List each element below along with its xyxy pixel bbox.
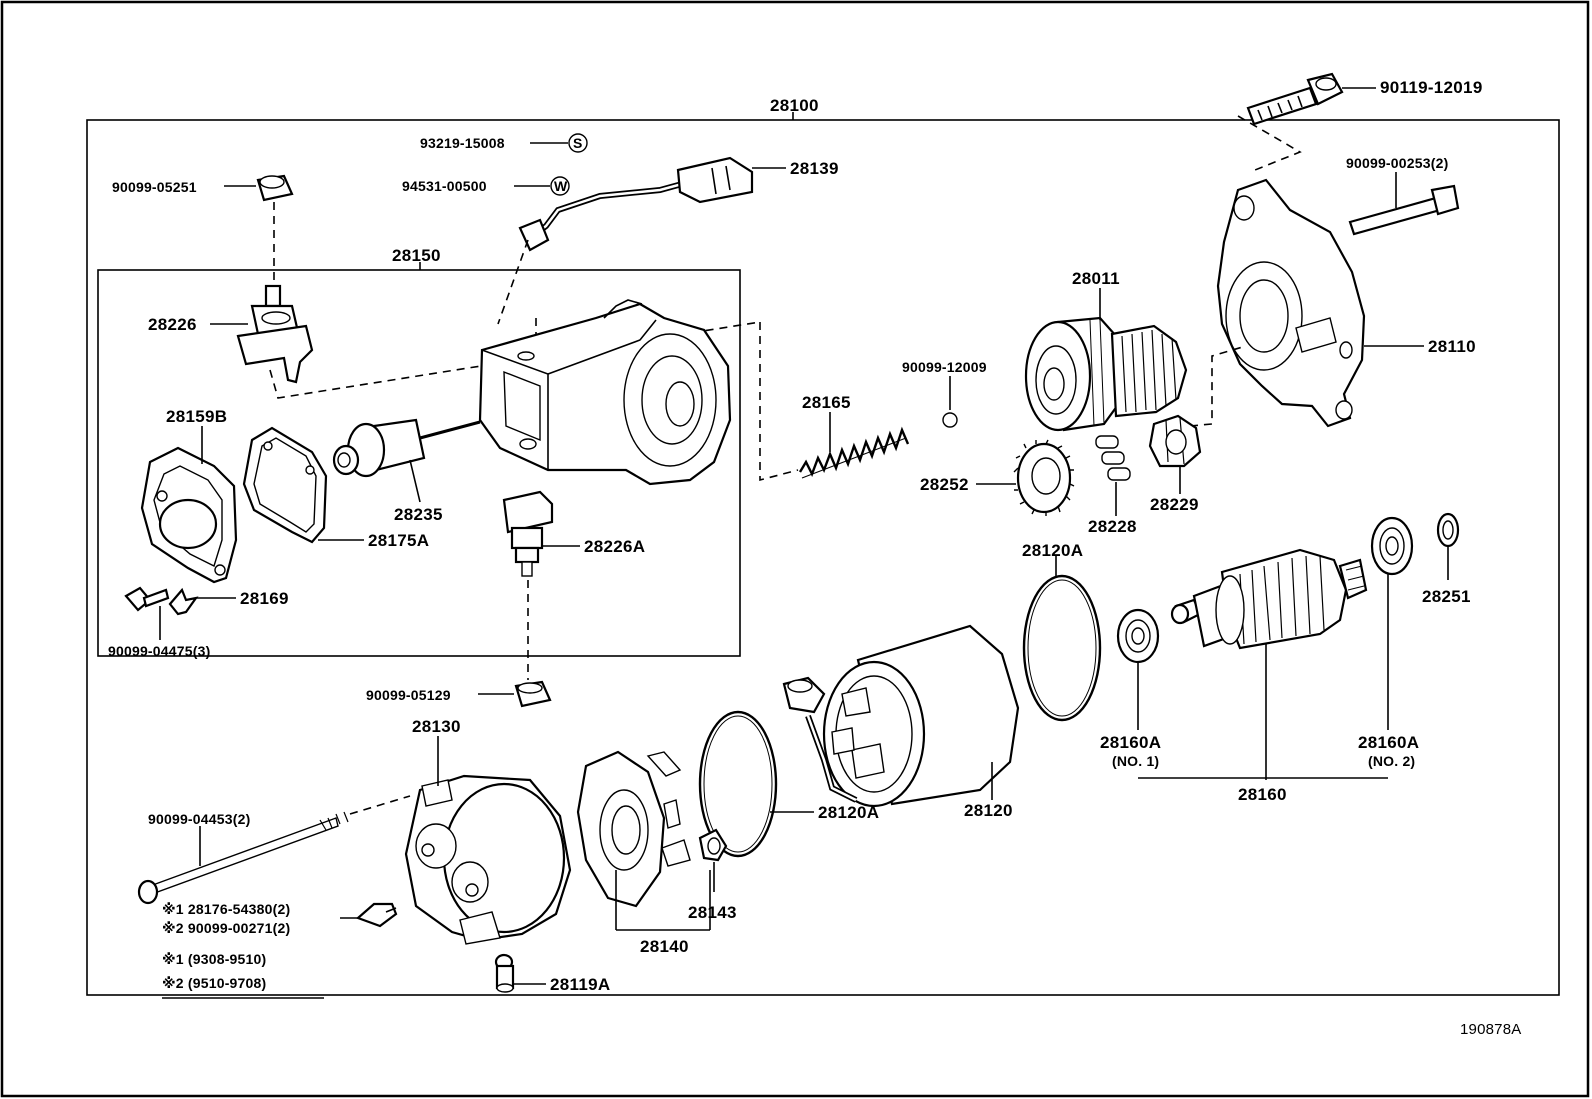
label-28235: 28235 xyxy=(394,505,443,524)
bushing-28119A xyxy=(494,953,515,993)
label-28130: 28130 xyxy=(412,717,461,736)
brush-holder-28140 xyxy=(576,750,691,908)
rollers-28228 xyxy=(1095,435,1131,481)
assembly-frame-28100 xyxy=(86,119,1560,996)
bolt-90099-00253 xyxy=(1348,184,1460,236)
label-28100: 28100 xyxy=(770,96,819,115)
label-28160A-no2: 28160A xyxy=(1358,733,1419,752)
label-28160A-no1: 28160A xyxy=(1100,733,1161,752)
terminal-28226 xyxy=(236,284,314,384)
lead-wire-28139 xyxy=(518,156,754,252)
label-28139: 28139 xyxy=(790,159,839,178)
label-90099-12009: 90099-12009 xyxy=(902,359,987,375)
armature-28160 xyxy=(1170,548,1368,650)
note-1: ※1 (9308-9510) xyxy=(162,951,266,967)
drive-housing-28110 xyxy=(1216,178,1366,428)
label-28251: 28251 xyxy=(1422,587,1471,606)
clutch-28011 xyxy=(1024,316,1188,432)
label-90099-05129: 90099-05129 xyxy=(366,687,451,703)
marker-s-text: S xyxy=(573,135,583,151)
solenoid-housing xyxy=(478,299,732,486)
o-ring-28120A-bottom xyxy=(698,710,778,858)
label-28150: 28150 xyxy=(392,246,441,265)
ball-90099-12009 xyxy=(942,412,958,428)
label-28228: 28228 xyxy=(1088,517,1137,536)
clip-28169 xyxy=(168,587,199,616)
dash-housing-to-spring xyxy=(759,322,799,482)
label-93219-15008: 93219-15008 xyxy=(420,135,505,151)
label-28143: 28143 xyxy=(688,903,737,922)
label-28110: 28110 xyxy=(1428,337,1476,356)
end-frame-28130 xyxy=(404,774,572,945)
plunger-28235 xyxy=(332,418,481,478)
dash-lead-to-housing xyxy=(497,239,529,325)
marker-s-icon xyxy=(568,133,588,153)
note-2: ※2 (9510-9708) xyxy=(162,975,266,991)
label-28169: 28169 xyxy=(240,589,289,608)
label-28119A: 28119A xyxy=(550,975,610,994)
label-28120A-bottom: 28120A xyxy=(818,803,879,822)
bearing-28160A-no1 xyxy=(1116,608,1160,664)
yoke-28120 xyxy=(782,624,1020,808)
retainer-28229 xyxy=(1148,414,1202,468)
bolt-90099-04475 xyxy=(124,586,170,612)
switch-28226A xyxy=(502,490,554,577)
figure-id: 190878A xyxy=(1460,1021,1521,1038)
o-ring-28120A-top xyxy=(1022,574,1102,722)
dash-bolt-to-frame xyxy=(349,795,411,815)
label-90099-04453: 90099-04453(2) xyxy=(148,811,250,827)
nut-90099-05251 xyxy=(256,174,294,202)
label-28226A: 28226A xyxy=(584,537,645,556)
label-28252: 28252 xyxy=(920,475,969,494)
label-28159B: 28159B xyxy=(166,407,227,426)
label-28160: 28160 xyxy=(1238,785,1287,804)
label-90099-00253: 90099-00253(2) xyxy=(1346,155,1448,171)
label-90099-04475: 90099-04475(3) xyxy=(108,643,210,659)
label-28120A-top: 28120A xyxy=(1022,541,1083,560)
spring-28143 xyxy=(698,828,728,862)
marker-w-text: W xyxy=(554,178,568,194)
gear-28252 xyxy=(1013,439,1075,516)
nut-90099-05129 xyxy=(514,680,552,708)
spring-28165 xyxy=(798,426,910,479)
label-90119-12019: 90119-12019 xyxy=(1380,78,1483,97)
label-90099-05251: 90099-05251 xyxy=(112,179,197,195)
cover-28159B xyxy=(140,446,238,584)
label-screw-1: ※1 28176-54380(2) xyxy=(162,901,290,917)
label-28165: 28165 xyxy=(802,393,851,412)
label-28120: 28120 xyxy=(964,801,1013,820)
bolt-90119-12019 xyxy=(1246,72,1344,126)
label-screw-2: ※2 90099-00271(2) xyxy=(162,920,290,936)
leader-28235 xyxy=(409,459,421,503)
assembly-frame-28150 xyxy=(97,269,741,657)
bearing-28160A-no2 xyxy=(1370,516,1414,576)
dash-clutch-to-housing xyxy=(1189,345,1247,427)
label-28160A-no2-note: (NO. 2) xyxy=(1368,753,1415,769)
dash-90119-to-28110 xyxy=(1237,115,1302,173)
label-28011: 28011 xyxy=(1072,269,1120,288)
label-28175A: 28175A xyxy=(368,531,429,550)
label-28226: 28226 xyxy=(148,315,197,334)
label-28229: 28229 xyxy=(1150,495,1199,514)
through-bolt-90099-04453 xyxy=(137,811,349,905)
marker-w-icon xyxy=(550,176,570,196)
label-94531-00500: 94531-00500 xyxy=(402,178,487,194)
gasket-28175A xyxy=(242,426,328,544)
label-28140: 28140 xyxy=(640,937,689,956)
label-28160A-no1-note: (NO. 1) xyxy=(1112,753,1159,769)
screw-28176 xyxy=(355,902,398,928)
washer-28251 xyxy=(1436,512,1460,548)
